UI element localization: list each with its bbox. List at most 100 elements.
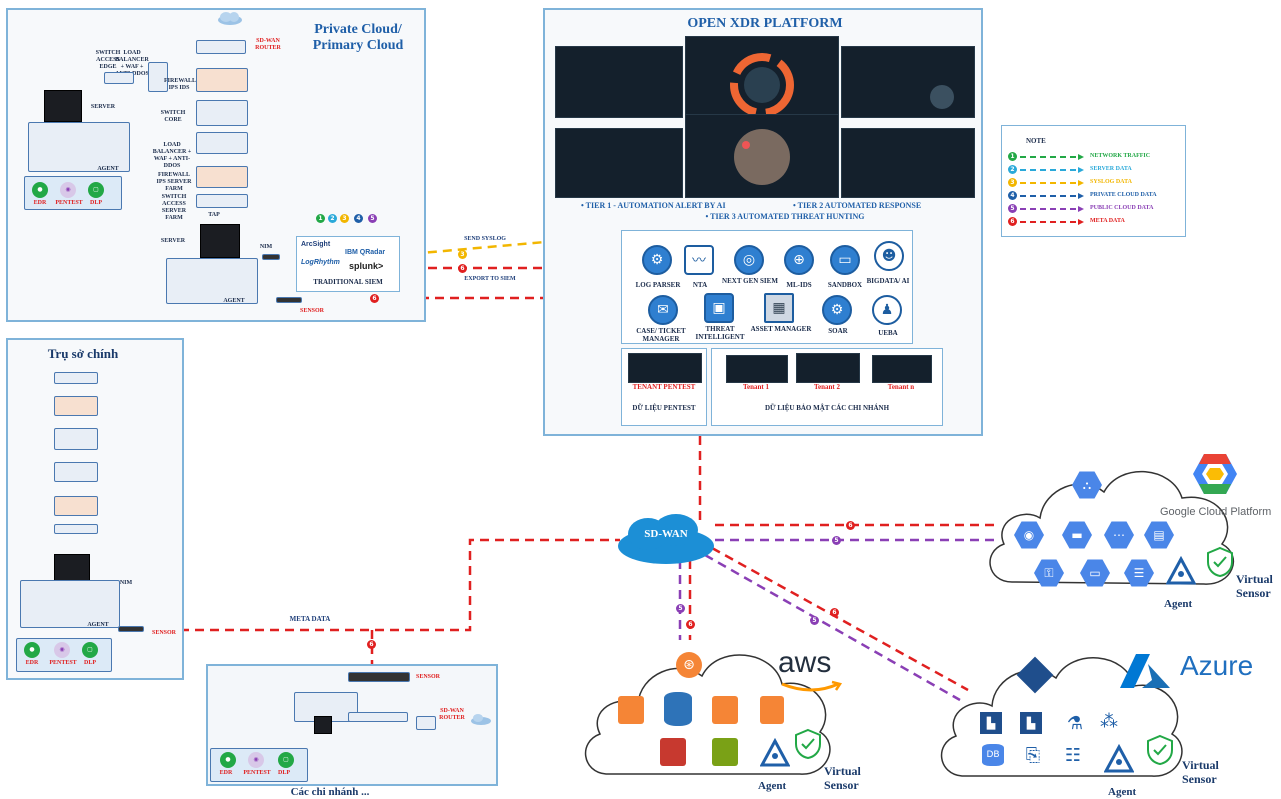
note-badge: 2 [1008,165,1017,174]
traditional-siem: ArcSight IBM QRadar LogRhythm splunk> TR… [296,236,400,292]
arcsight-logo: ArcSight [301,241,331,248]
firewall-server-label: FIREWALL IPS SERVER FARM [156,172,192,192]
gcp-storage-icon: ▬ [1062,521,1092,549]
note-label: META DATA [1090,218,1125,224]
branch-server [314,716,332,734]
aws-iam-icon [760,696,784,724]
qradar-logo: IBM QRadar [345,249,386,256]
note-line [1020,167,1084,173]
note-line [1020,180,1084,186]
pentest-label: PENTEST [55,200,83,206]
hq-vm-host [20,580,120,628]
tier3-text: • TIER 3 AUTOMATED THREAT HUNTING [705,212,865,221]
hq-edr-icon: ● [24,642,40,658]
note-line [1020,154,1084,160]
azure-app-icon: ▙ [1020,712,1042,734]
gcp-compute-icon: ◉ [1014,521,1044,549]
legend-badge-3: 3 [340,214,349,223]
traditional-siem-label: TRADITIONAL SIEM [313,278,383,286]
azure-meta-badge: 6 [830,608,839,617]
azure-pipeline-icon: ☷ [1064,744,1082,766]
aws-sensor-label: Sensor [824,778,859,792]
sensor-label-pc: SENSOR [299,308,324,314]
send-syslog-label: SEND SYSLOG [464,236,506,242]
note-label: SYSLOG DATA [1090,179,1132,185]
hq-lb [54,462,98,482]
azure-logo-icon [1120,654,1170,688]
aws-lambda-icon [712,696,738,724]
xdr-modules-box: ⚙ LOG PARSER 〰 NTA ◎ NEXT GEN SIEM ⊕ ML-… [621,230,913,344]
tenant1-label: Tenant 1 [742,383,769,391]
azure-brand: Azure [1180,650,1254,681]
aws-public-badge: 5 [676,604,685,613]
log-parser-icon: ⚙ [642,245,672,275]
firewall-device [196,68,248,92]
note-line [1020,206,1084,212]
hq-dlp-icon: ▢ [82,642,98,658]
azure-sensor-label: Sensor [1182,772,1217,786]
tier1-text: • TIER 1 - AUTOMATION ALERT BY AI [581,201,726,210]
aws-elb-icon: ⊛ [676,652,702,678]
aws-agent-icon [760,738,790,767]
legend-badge-1: 1 [316,214,325,223]
splunk-logo: splunk> [349,261,384,271]
tenant-pentest-label: TENANT PENTEST [632,383,696,391]
ueba-icon: ♟ [872,295,902,325]
branch-dlp-label: DLP [278,770,290,776]
server2-rack [200,224,240,258]
legend-badge-2: 2 [328,214,337,223]
agent2-label: AGENT [223,298,245,304]
meta-badge: 6 [367,640,376,649]
internet-cloud-icon [218,12,242,25]
nim-device [262,254,280,260]
sdwan-label: SD-WAN [644,528,688,540]
hq-sensor-device [118,626,144,632]
gcp-monitor-icon: ▭ [1080,559,1110,587]
ml-ids-label: ML-IDS [786,281,812,289]
vm-host2 [166,258,258,304]
note-badge: 6 [1008,217,1017,226]
threat-intel-icon: ▣ [704,293,734,323]
export-siem-label: EXPORT TO SIEM [464,276,516,282]
open-xdr-panel: OPEN XDR PLATFORM • TIER 1 - AUTOMATION … [543,8,983,436]
hq-switch-core [54,428,98,450]
hq-agent-label: AGENT [87,622,109,628]
gcp-sensor-label: Sensor [1236,586,1271,600]
ml-ids-icon: ⊕ [784,245,814,275]
branch-sensor-device [348,672,410,682]
tap-label: TAP [208,212,220,218]
gcp-public-badge: 5 [832,536,841,545]
gcp-meta-badge: 6 [846,521,855,530]
aws-ec2-icon [618,696,644,724]
pentest-data-label: DỮ LIỆU PENTEST [632,404,696,412]
note-row: 6 META DATA [1008,217,1184,227]
threat-intel-label: THREAT INTELLIGENT [695,325,745,341]
note-line [1020,193,1084,199]
bigdata-ai-label: BIGDATA/ AI [866,277,910,285]
tier2-text: • TIER 2 AUTOMATED RESPONSE [793,201,922,210]
dlp-label: DLP [90,200,102,206]
sensor-device [276,297,302,303]
gcp-agent-icon [1166,556,1196,585]
dashboard-screen-4 [555,128,683,198]
tenant1-screen [726,355,788,383]
lb2-label: LOAD BALANCER + WAF + ANTI-DDOS [152,142,192,169]
lb2-device [196,132,248,154]
ueba-label: UEBA [878,329,898,337]
azure-vm-icon: ▙ [980,712,1002,734]
tenant-pentest-box: TENANT PENTEST DỮ LIỆU PENTEST [621,348,707,426]
sdwan-router-label: SD-WAN ROUTER [255,38,281,51]
soar-label: SOAR [828,327,848,335]
gcp-router-icon: ▤ [1144,521,1174,549]
tenantn-label: Tenant n [887,383,915,391]
hq-panel: Trụ sở chính AGENT NIM SENSOR ● ◉ ▢ EDR … [6,338,184,680]
log-parser-label: LOG PARSER [635,281,681,289]
meta-hq-link [150,538,620,632]
hq-sensor-label: SENSOR [151,630,176,636]
hq-firewall [54,396,98,416]
edr-label: EDR [33,200,47,206]
